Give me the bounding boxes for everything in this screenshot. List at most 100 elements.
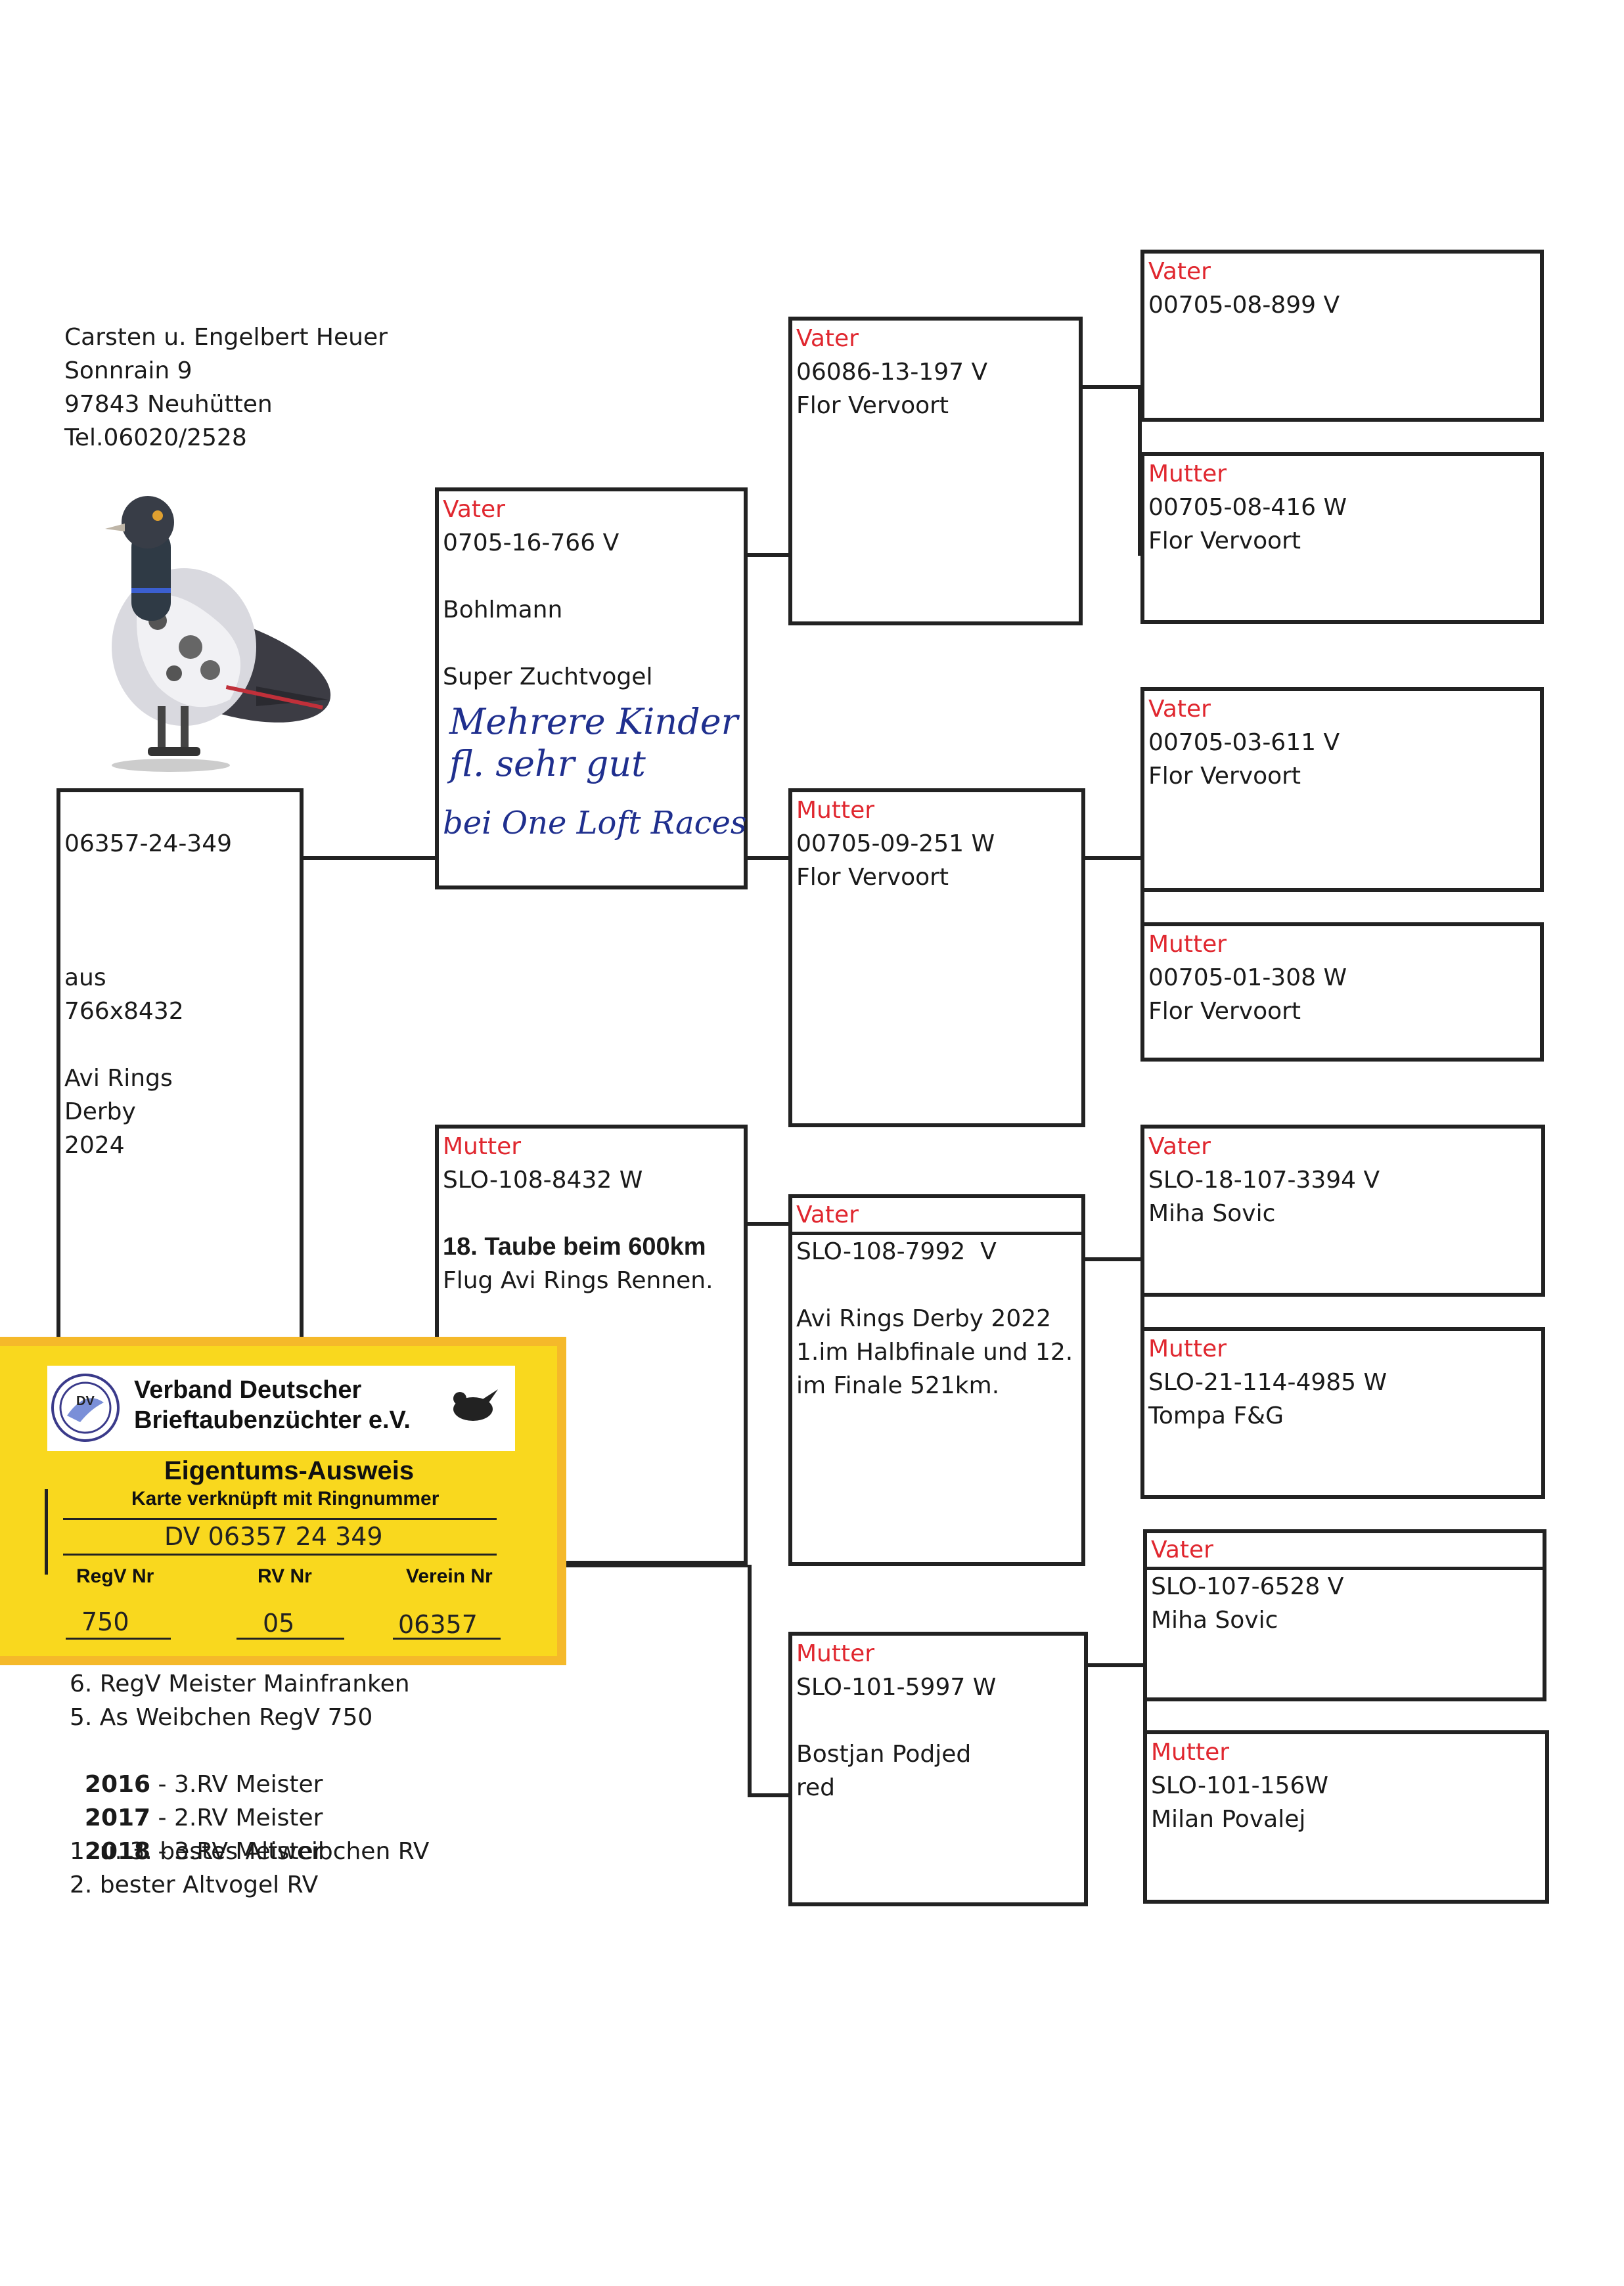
card-bracket [45,1489,48,1575]
ff-box: Vater 06086-13-197 V Flor Vervoort [788,317,1083,625]
card-org-line1: Verband Deutscher [134,1376,362,1404]
mother-ring: SLO-108-8432 W [443,1167,643,1194]
ffm-breeder: Flor Vervoort [1148,527,1301,554]
divider [66,1638,171,1640]
subject-line2: 766x8432 [64,998,184,1025]
card-col2-value: 05 [263,1609,295,1638]
fmm-ring: 00705-01-308 W [1148,964,1347,991]
connector [566,1563,748,1567]
mf-ring: SLO-108-7992 V [796,1238,997,1265]
subject-line4: Derby [64,1098,136,1125]
achievement-3-year: 2016 [84,1771,151,1798]
mf-box: Vater SLO-108-7992 V Avi Rings Derby 202… [788,1194,1085,1566]
achievement-5-year: 2018 [84,1838,151,1865]
vdbt-logo: DV [51,1374,120,1442]
achievement-4-year: 2017 [84,1804,151,1831]
connector [1083,385,1142,389]
connector [748,1565,752,1797]
pigeon-emblem-icon [453,1389,498,1421]
achievement-3: 2016 - 3.RV Meister [70,1734,323,1801]
card-col3-value: 06357 [398,1610,478,1639]
handwritten-note-3: bei One Loft Races [443,805,747,841]
mmf-ring: SLO-107-6528 V [1151,1573,1344,1600]
achievement-6: 1. u. 3. bestes Altweibchen RV [70,1838,430,1865]
achievement-5: 2018 - 3.RV Meister [70,1801,323,1868]
achievement-5-text: - 3.RV Meister [150,1838,323,1865]
mff-label: Vater [1148,1133,1211,1160]
ffm-label: Mutter [1148,460,1227,487]
svg-text:DV: DV [76,1394,95,1408]
fm-ring: 00705-09-251 W [796,830,995,857]
divider [63,1554,497,1556]
card-title: Eigentums-Ausweis [164,1456,415,1485]
mother-achievement: Flug Avi Rings Rennen. [443,1267,713,1294]
mm-ring: SLO-101-5997 W [796,1674,997,1701]
mfm-ring: SLO-21-114-4985 W [1148,1369,1387,1396]
ff-breeder: Flor Vervoort [796,392,949,419]
achievement-1: 6. RegV Meister Mainfranken [70,1670,410,1697]
mmf-label: Vater [1147,1533,1543,1570]
connector [748,856,788,860]
divider [237,1638,344,1640]
connector [304,856,435,860]
father-ring: 0705-16-766 V [443,529,620,556]
mmf-breeder: Miha Sovic [1151,1607,1278,1634]
achievement-4: 2017 - 2.RV Meister [70,1768,323,1835]
mf-label: Vater [792,1198,1081,1235]
achievement-4-text: - 2.RV Meister [150,1804,323,1831]
mmm-label: Mutter [1151,1739,1230,1766]
fm-label: Mutter [796,797,875,824]
mm-line1: Bostjan Podjed [796,1741,972,1768]
mff-box: Vater SLO-18-107-3394 V Miha Sovic [1140,1125,1545,1297]
card-header-panel [47,1366,515,1451]
owner-phone: Tel.06020/2528 [64,424,247,451]
card-col2-label: RV Nr [258,1565,312,1587]
card-subtitle: Karte verknüpft mit Ringnummer [131,1488,440,1510]
mother-label: Mutter [443,1133,522,1160]
mff-breeder: Miha Sovic [1148,1200,1276,1227]
mm-line2: red [796,1774,836,1801]
achievement-7: 2. bester Altvogel RV [70,1871,319,1898]
connector [1085,856,1144,860]
owner-name: Carsten u. Engelbert Heuer [64,324,388,351]
divider [63,1518,497,1520]
mother-achievement-bold: 18. Taube beim 600km [443,1233,706,1261]
fmf-box: Vater 00705-03-611 V Flor Vervoort [1140,687,1544,892]
handwritten-note-2: fl. sehr gut [449,743,646,784]
mm-box: Mutter SLO-101-5997 W Bostjan Podjed red [788,1632,1088,1906]
fm-breeder: Flor Vervoort [796,864,949,891]
mf-line2: 1.im Halbfinale und 12. [796,1339,1073,1366]
fff-ring: 00705-08-899 V [1148,292,1340,319]
fmf-breeder: Flor Vervoort [1148,763,1301,790]
card-col3-label: Verein Nr [406,1565,493,1587]
mff-ring: SLO-18-107-3394 V [1148,1167,1380,1194]
fm-box: Mutter 00705-09-251 W Flor Vervoort [788,788,1085,1127]
mmm-ring: SLO-101-156W [1151,1772,1328,1799]
mmf-box: Vater SLO-107-6528 V Miha Sovic [1143,1529,1546,1701]
fmm-label: Mutter [1148,931,1227,958]
connector [748,1793,788,1797]
ff-label: Vater [796,325,859,352]
mm-label: Mutter [796,1640,875,1667]
fmm-breeder: Flor Vervoort [1148,998,1301,1025]
connector [1088,1663,1147,1667]
mfm-box: Mutter SLO-21-114-4985 W Tompa F&G [1140,1327,1545,1499]
pigeon-image [105,496,331,772]
mfm-label: Mutter [1148,1335,1227,1362]
fmf-ring: 00705-03-611 V [1148,729,1340,756]
card-ring: DV 06357 24 349 [164,1522,383,1551]
ownership-card: DV Verband Deutscher Brieftaubenzüchter … [0,1337,566,1665]
achievement-2: 5. As Weibchen RegV 750 [70,1704,373,1731]
fff-label: Vater [1148,258,1211,285]
mf-line3: im Finale 521km. [796,1372,1000,1399]
connector [1138,385,1142,556]
father-note: Super Zuchtvogel [443,663,653,690]
connector [748,553,788,557]
fmm-box: Mutter 00705-01-308 W Flor Vervoort [1140,922,1544,1062]
fmf-label: Vater [1148,696,1211,723]
fff-box: Vater 00705-08-899 V [1140,250,1544,422]
subject-ring: 06357-24-349 [64,830,233,857]
handwritten-note-1: Mehrere Kinder [449,701,738,742]
subject-line3: Avi Rings [64,1065,173,1092]
card-org-line2: Brieftaubenzüchter e.V. [134,1406,411,1434]
